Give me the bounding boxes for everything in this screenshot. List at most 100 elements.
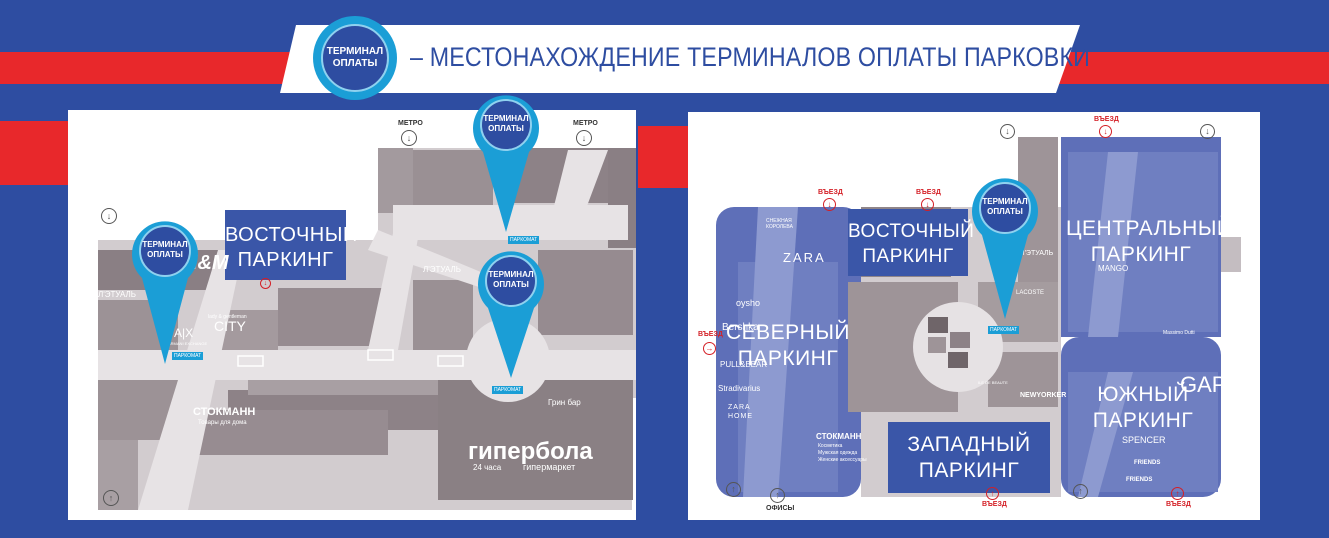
store-friends-1: FRIENDS [1134,460,1161,466]
store-stockmann: СТОКМАНН [193,406,256,418]
store-ax: A|X [174,326,194,340]
level0-east-parking-label-2: ПАРКИНГ [237,249,334,271]
page-title: – МЕСТОНАХОЖДЕНИЕ ТЕРМИНАЛОВ ОПЛАТЫ ПАРК… [410,42,1091,72]
parkomat-tag: ПАРКОМАТ [508,236,540,244]
level1-entry-label: ВЪЕЗД [982,501,1007,508]
store-etual: Л'ЭТУАЛЬ [423,265,461,274]
metro-arrow-icon: ↓ [401,130,417,146]
level1-west-parking-box [888,422,1050,493]
level1-offices-label: ОФИСЫ [766,505,795,512]
store-city-sub: lady & gentleman [208,314,247,320]
store-stockmann-sub: Товары для дома [198,420,247,426]
level0-metro-label-2: МЕТРО [573,120,598,127]
parkomat-tag: ПАРКОМАТ [492,386,524,394]
store-newyorker: NEWYORKER [1020,392,1067,399]
level1-east-parking-box [848,209,968,276]
pin-label-line2: ОПЛАТЫ [488,124,524,133]
level1-entry-label: ВЪЕЗД [818,189,843,196]
level1-west-parking-label-1: ЗАПАДНЫЙ [907,433,1031,456]
level0-metro-label-1: МЕТРО [398,120,423,127]
entry-arrow-icon: → [703,342,716,355]
level1-central-parking-label-2: ПАРКИНГ [1090,243,1192,266]
store-grin-bar: Грин бар [548,398,581,407]
level1-entry-label: ВЪЕЗД [916,189,941,196]
level1-central-parking-label-1: ЦЕНТРАЛЬНЫЙ [1066,217,1233,240]
store-stockmann-sub2: Мужская одежда [818,450,858,456]
store-etual-left: Л'ЭТУАЛЬ [98,290,136,299]
entry-arrow-icon: ↑ [986,487,999,500]
level1-east-parking-label-1: ВОСТОЧНЫЙ [848,221,975,242]
arrow-up-icon: ↑ [770,488,785,503]
terminal-pin-level1: ТЕРМИНАЛ ОПЛАТЫ [972,175,1038,323]
store-zara-home-2: HOME [728,413,753,420]
store-mango: MANGO [1098,264,1129,273]
terminal-pin-level0-left: ТЕРМИНАЛ ОПЛАТЫ [132,218,198,368]
arrow-down-icon: ↓ [260,278,271,289]
store-pullbear: PULL&BEAR [720,360,768,369]
level1-entry-label: ВЪЕЗД [1094,116,1119,123]
level1-entry-label: ВЪЕЗД [698,331,723,338]
entry-arrow-icon: ↓ [921,198,934,211]
terminal-pin-level0-mid: ТЕРМИНАЛ ОПЛАТЫ [478,248,544,384]
pin-label-line2: ОПЛАТЫ [987,207,1023,216]
header-banner [280,25,1080,93]
header-badge-line2: ОПЛАТЫ [332,58,378,69]
level1-west-parking-label-2: ПАРКИНГ [918,459,1020,482]
store-lacoste: LACOSTE [1016,290,1045,296]
store-gap: GAP [1180,372,1227,397]
store-stockmann-l1: СТОКМАНН [816,432,862,441]
level1-word: уровень [737,175,787,189]
store-stradivarius: Stradivarius [718,384,761,393]
pin-label-line2: ОПЛАТЫ [493,280,529,289]
store-city: CITY [214,318,246,334]
store-snezhnaya: СНЕЖНАЯ КОРОЛЕВА [766,218,793,230]
arrow-down-icon: ↓ [1000,124,1015,139]
level1-south-parking-label-2: ПАРКИНГ [1092,409,1194,432]
level1-south-parking-label-1: ЮЖНЫЙ [1097,383,1189,406]
store-giperbola-hours: 24 часа [473,463,502,472]
store-bershka: Bershka [722,322,759,333]
pin-label-line2: ОПЛАТЫ [147,250,183,259]
store-friends-2: FRIENDS [1126,477,1153,483]
store-zara: ZARA [783,250,826,265]
store-giperbola-sub: гипермаркет [523,462,576,472]
level1-map: ВОСТОЧНЫЙ ПАРКИНГ ЦЕНТРАЛЬНЫЙ ПАРКИНГ СЕ… [688,112,1260,520]
pin-label-line1: ТЕРМИНАЛ [982,197,1028,206]
store-stockmann-sub1: Косметика [818,443,843,449]
entry-arrow-icon: ↓ [823,198,836,211]
pin-label-line1: ТЕРМИНАЛ [142,240,188,249]
store-stockmann-sub3: Женские аксессуары [818,457,867,463]
store-etual-l1: Л'ЭТУАЛЬ [1020,250,1054,257]
level1-north-parking-label-2: ПАРКИНГ [737,347,839,370]
level0-east-parking-box [225,210,346,280]
parkomat-tag: ПАРКОМАТ [172,352,204,360]
arrow-up-icon: ↑ [103,490,119,506]
store-spencer: SPENCER [1122,435,1166,445]
store-oysho: oysho [736,298,761,308]
arrow-down-icon: ↓ [101,208,117,224]
store-giperbola: гипербола [468,438,593,465]
level1-number: 1 [749,126,775,175]
level1-entry-label: ВЪЕЗД [1166,501,1191,508]
arrow-down-icon: ↓ [1200,124,1215,139]
entry-arrow-icon: ↑ [1171,487,1184,500]
store-ax-sub: ARMANI EXCHANGE [168,341,208,346]
store-zara-home-1: ZARA [728,404,751,411]
pin-label-line1: ТЕРМИНАЛ [483,114,529,123]
header-badge-line1: ТЕРМИНАЛ [326,46,384,57]
level0-east-parking-label-1: ВОСТОЧНЫЙ [225,224,358,246]
store-ile-de-beaute: ILE DE BEAUTE [978,380,1008,385]
header-terminal-badge: ТЕРМИНАЛ ОПЛАТЫ [313,16,397,100]
pin-label-line1: ТЕРМИНАЛ [488,270,534,279]
arrow-up-icon: ↑ [1073,484,1088,499]
level0-number: 0 [129,118,155,167]
terminal-pin-level0-top: ТЕРМИНАЛ ОПЛАТЫ [473,92,539,242]
entry-arrow-icon: ↓ [1099,125,1112,138]
level0-word: уровень [117,170,167,184]
arrow-up-icon: ↑ [726,482,741,497]
store-massimo: Massimo Dutti [1163,330,1195,336]
level1-north-parking-label-1: СЕВЕРНЫЙ [725,321,851,344]
level1-east-parking-label-2: ПАРКИНГ [862,246,954,267]
parkomat-tag: ПАРКОМАТ [988,326,1020,334]
metro-arrow-icon: ↓ [576,130,592,146]
